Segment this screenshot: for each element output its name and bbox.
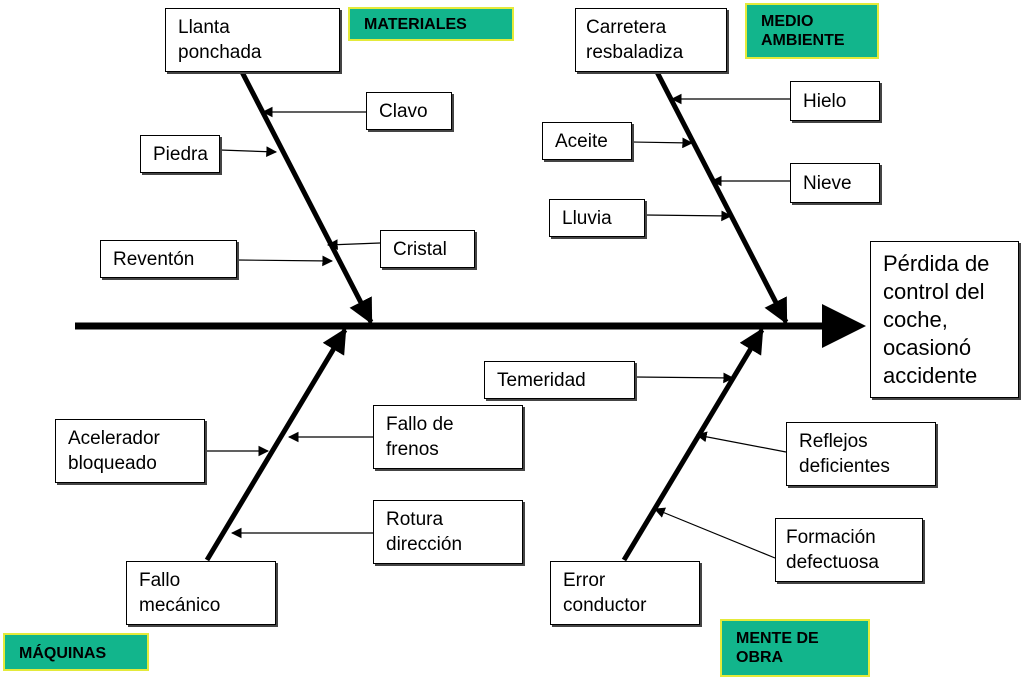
arrow-formacion — [654, 507, 776, 559]
cause-reventon: Reventón — [100, 240, 237, 278]
cause-temeridad: Temeridad — [484, 361, 635, 399]
category-materiales: MATERIALES — [348, 7, 514, 41]
arrow-aceite — [631, 137, 694, 149]
bone-box-error-conductor: Error conductor — [550, 561, 700, 625]
arrow-temeridad — [634, 372, 735, 384]
cause-rotura: Rotura dirección — [373, 500, 523, 564]
arrow-reventon — [236, 255, 334, 267]
main-spine-arrowhead — [822, 304, 866, 348]
effect-box: Pérdida de control del coche, ocasionó a… — [870, 241, 1019, 398]
bone-box-fallo-mecanico: Fallo mecánico — [126, 561, 276, 625]
bone-medio-ambiente — [654, 70, 789, 325]
category-maquinas: MÁQUINAS — [3, 633, 149, 671]
category-medio-ambiente: MEDIO AMBIENTE — [745, 3, 879, 59]
bone-materiales — [239, 70, 374, 325]
cause-aceite: Aceite — [542, 122, 632, 160]
arrow-cristal — [326, 239, 381, 251]
cause-formacion: Formación defectuosa — [775, 518, 923, 582]
cause-hielo: Hielo — [790, 81, 880, 121]
bone-box-llanta: Llanta ponchada — [165, 8, 340, 72]
arrow-reflejos — [695, 431, 787, 453]
cause-fallo-frenos: Fallo de frenos — [373, 405, 523, 469]
cause-acelerador: Acelerador bloqueado — [55, 419, 205, 483]
cause-cristal: Cristal — [380, 230, 475, 268]
cause-lluvia: Lluvia — [549, 199, 645, 237]
bone-maquinas — [204, 327, 348, 562]
arrow-piedra — [219, 146, 278, 158]
cause-piedra: Piedra — [140, 135, 220, 173]
arrow-lluvia — [644, 210, 733, 222]
category-mente-de-obra: MENTE DE OBRA — [720, 619, 870, 677]
bone-box-carretera: Carretera resbaladiza — [575, 8, 727, 72]
cause-reflejos: Reflejos deficientes — [786, 422, 936, 486]
cause-nieve: Nieve — [790, 163, 880, 203]
bone-mente-de-obra — [621, 327, 765, 562]
cause-clavo: Clavo — [366, 92, 452, 130]
